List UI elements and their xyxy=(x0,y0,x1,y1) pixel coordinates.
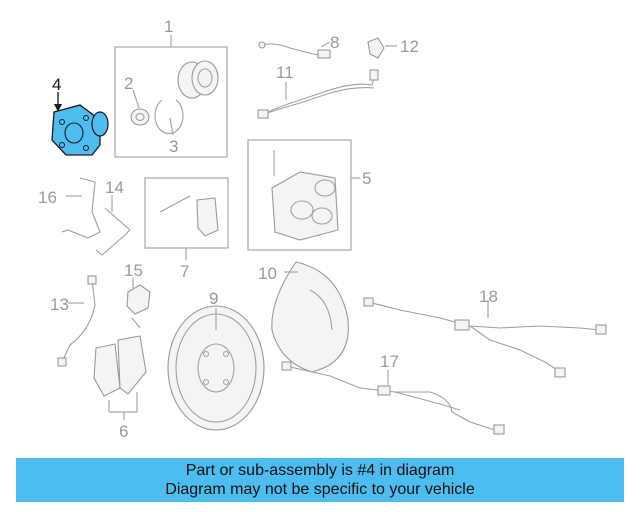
part-17-sensor-harness xyxy=(281,361,505,435)
part-2-nut xyxy=(130,89,150,126)
part-12-clip xyxy=(367,37,397,59)
part-13-brake-hose xyxy=(57,275,97,367)
part-10-splash-shield xyxy=(271,261,349,373)
callout-10: 10 xyxy=(258,264,277,283)
callout-5: 5 xyxy=(362,169,371,188)
parts-diagram: 1 2 3 4 8 12 xyxy=(38,17,607,441)
part-4-hub-highlighted xyxy=(51,92,109,156)
part-15-bleeder xyxy=(126,278,151,329)
part-16-bracket xyxy=(61,177,101,239)
part-6-brake-pads xyxy=(93,335,147,420)
callout-15: 15 xyxy=(124,261,143,280)
callout-6: 6 xyxy=(119,422,128,441)
callout-17: 17 xyxy=(380,352,399,371)
group-box-5-caliper xyxy=(247,139,360,251)
callout-12: 12 xyxy=(400,37,419,56)
callout-1: 1 xyxy=(164,17,173,36)
part-8-sensor-wire xyxy=(258,41,331,59)
callout-9: 9 xyxy=(209,289,218,308)
group-box-1 xyxy=(114,35,228,158)
callout-16: 16 xyxy=(38,188,57,207)
banner-line-2: Diagram may not be specific to your vehi… xyxy=(165,481,475,498)
banner-line-1: Part or sub-assembly is #4 in diagram xyxy=(185,462,455,479)
part-11-brake-line xyxy=(257,69,379,119)
part-14-bracket xyxy=(95,195,131,256)
callout-14: 14 xyxy=(105,178,124,197)
callout-11: 11 xyxy=(276,63,294,82)
callout-4: 4 xyxy=(52,75,61,94)
callout-8: 8 xyxy=(330,33,339,52)
callout-2: 2 xyxy=(124,74,133,93)
callout-3: 3 xyxy=(169,137,178,156)
wheel-bearing xyxy=(177,60,219,99)
part-3-snap-ring xyxy=(154,99,184,136)
part-9-rotor xyxy=(167,305,265,431)
callout-13: 13 xyxy=(50,295,69,314)
part-18-sensor-harness xyxy=(363,297,607,378)
group-box-7 xyxy=(144,177,229,260)
info-banner: Part or sub-assembly is #4 in diagram Di… xyxy=(16,458,624,502)
callout-18: 18 xyxy=(479,287,498,306)
callout-7: 7 xyxy=(180,262,189,281)
